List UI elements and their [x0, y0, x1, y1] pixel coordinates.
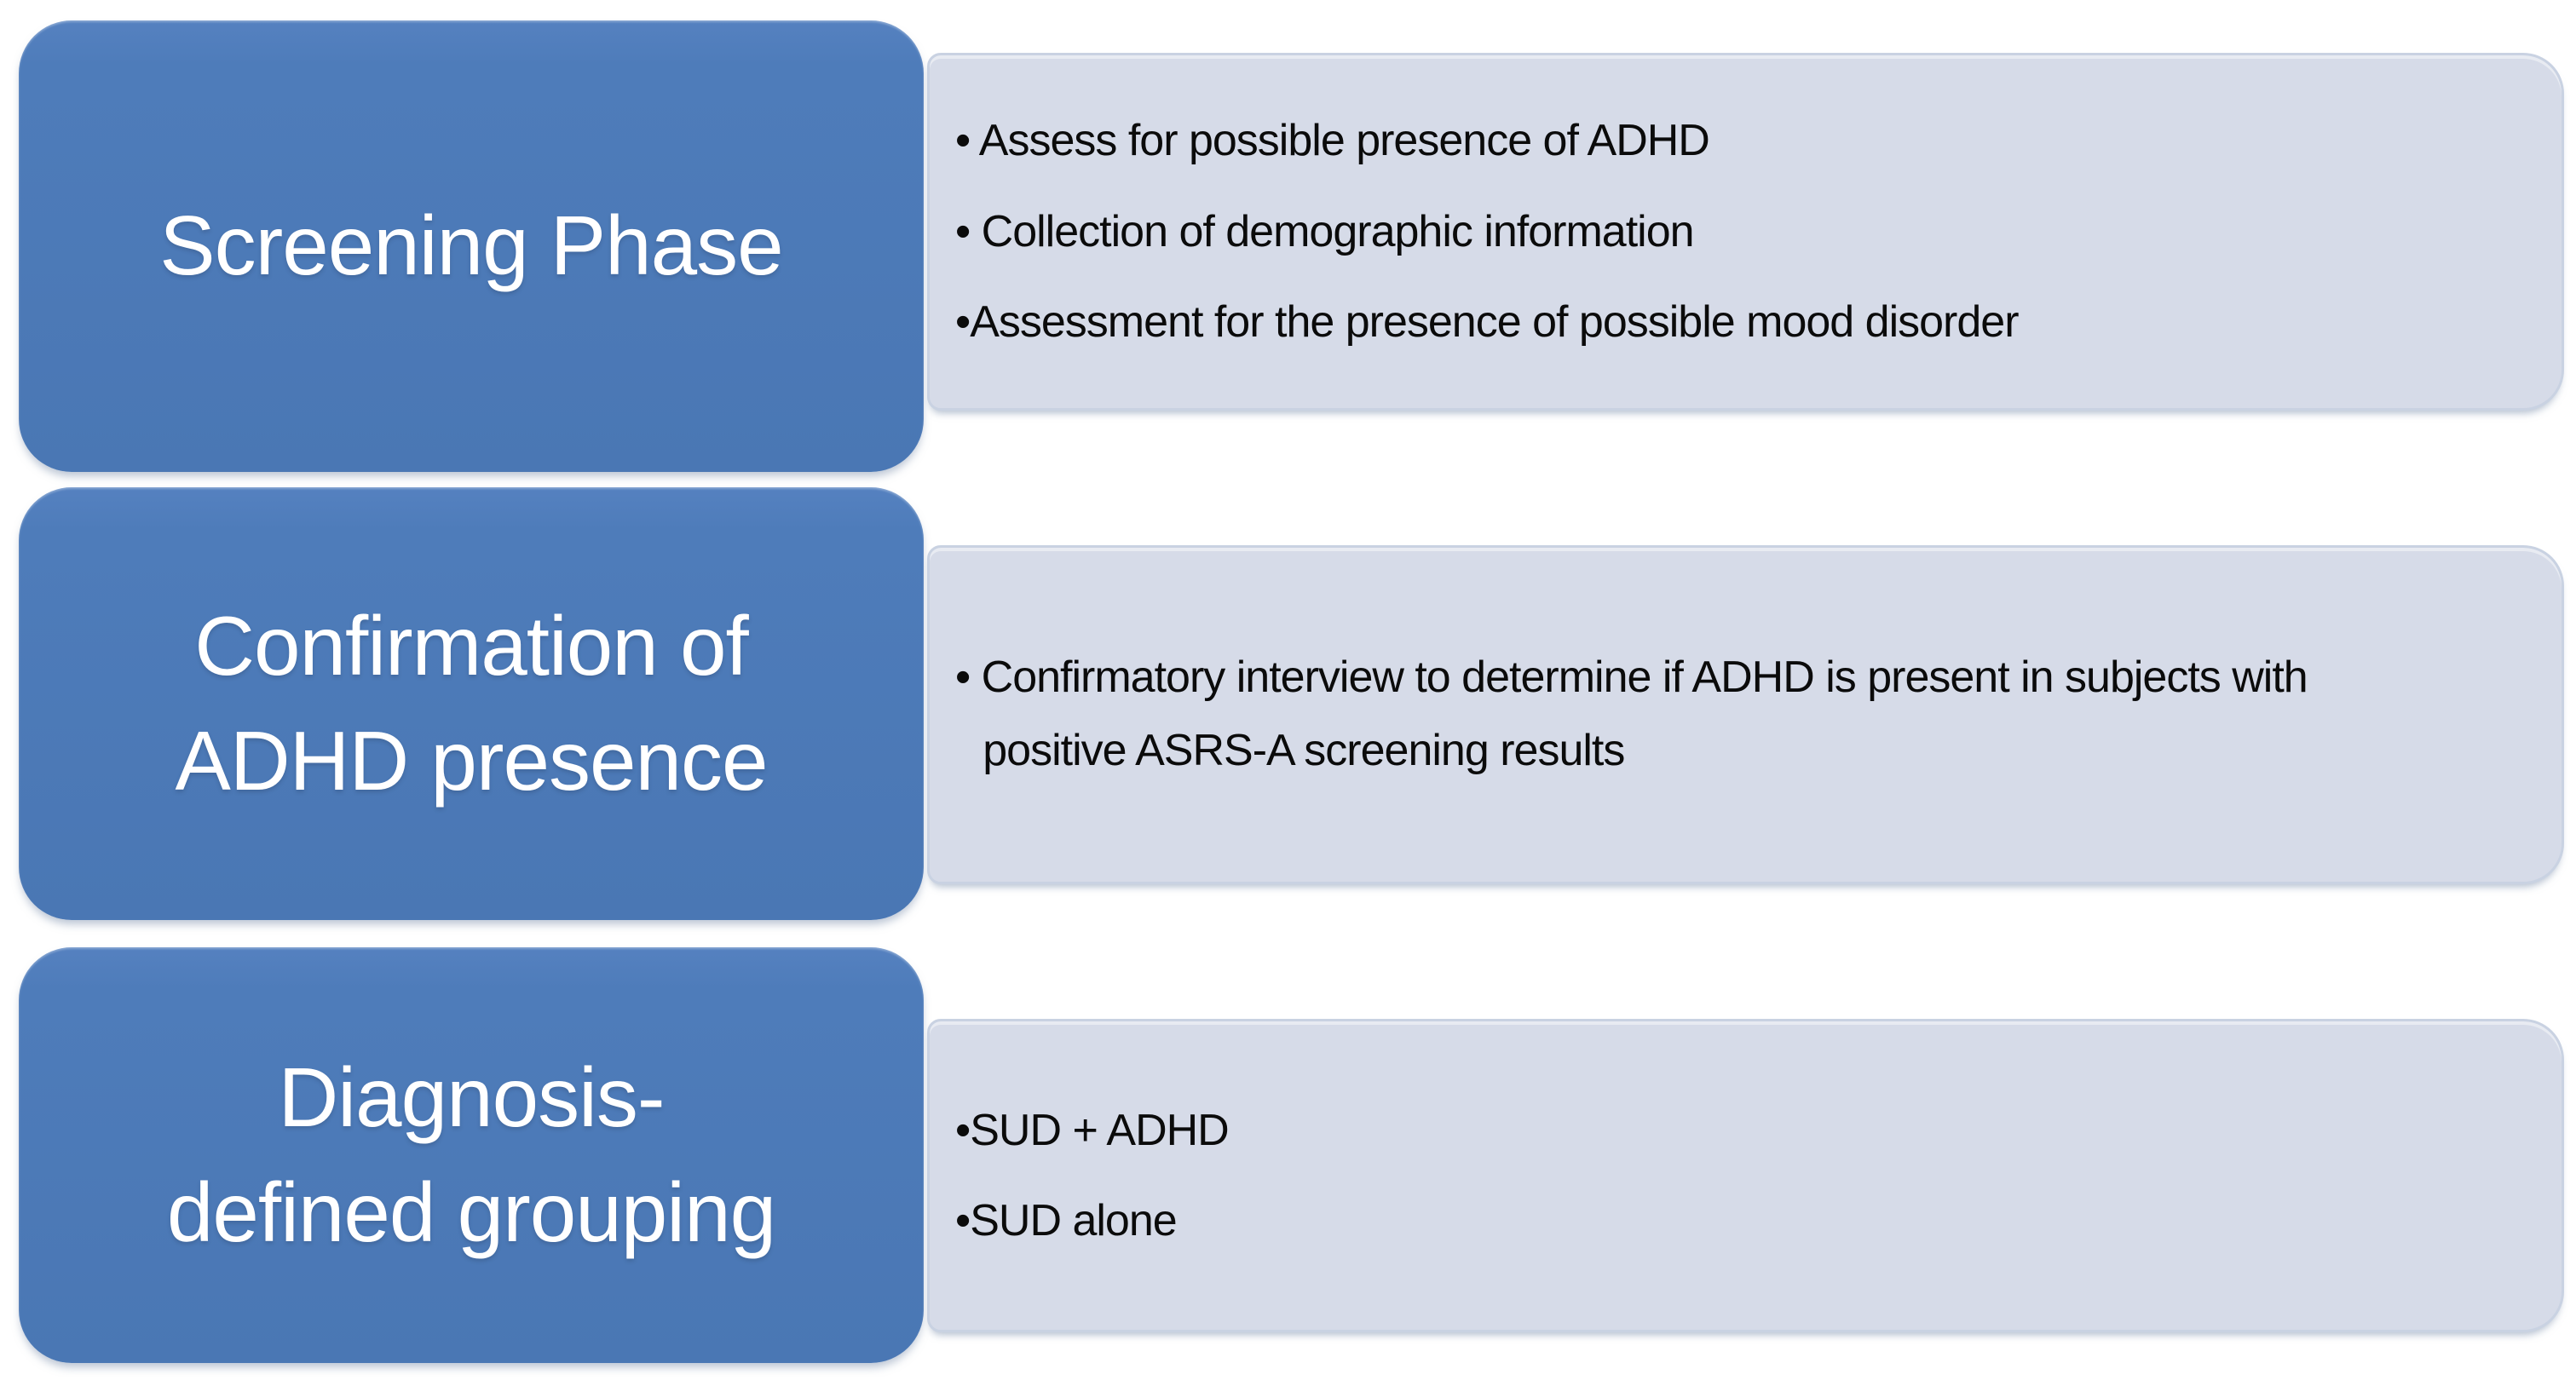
phase-title-line: Diagnosis- [278, 1050, 666, 1144]
bullet-item: • Assess for possible presence of ADHD [955, 116, 1710, 166]
phase-title-screening: Screening Phase [19, 188, 924, 303]
bullet-list-screening: • Assess for possible presence of ADHD •… [955, 114, 2519, 348]
bullet-item: •SUD + ADHD [955, 1105, 1230, 1155]
phase-title-line: Screening Phase [159, 198, 783, 293]
bullet-item: •SUD alone [955, 1196, 1178, 1245]
phase-title-line: ADHD presence [175, 714, 768, 808]
phase-box-grouping: Diagnosis- defined grouping [19, 947, 924, 1363]
detail-panel-screening: • Assess for possible presence of ADHD •… [927, 53, 2564, 411]
phase-title-line: defined grouping [166, 1165, 776, 1259]
bullet-item: • Collection of demographic information [955, 206, 1695, 256]
bullet-item: • Confirmatory interview to determine if… [955, 653, 2308, 775]
bullet-item: •Assessment for the presence of possible… [955, 297, 2020, 348]
bullet-list-confirmation: • Confirmatory interview to determine if… [955, 641, 2519, 788]
detail-panel-confirmation: • Confirmatory interview to determine if… [927, 545, 2564, 884]
phase-box-confirmation: Confirmation of ADHD presence [19, 487, 924, 920]
phase-title-confirmation: Confirmation of ADHD presence [19, 589, 924, 819]
phase-title-line: Confirmation of [194, 598, 749, 693]
phase-title-grouping: Diagnosis- defined grouping [19, 1040, 924, 1270]
detail-panel-grouping: •SUD + ADHD •SUD alone [927, 1019, 2564, 1332]
bullet-list-grouping: •SUD + ADHD •SUD alone [955, 1104, 2519, 1248]
phase-box-screening: Screening Phase [19, 20, 924, 472]
